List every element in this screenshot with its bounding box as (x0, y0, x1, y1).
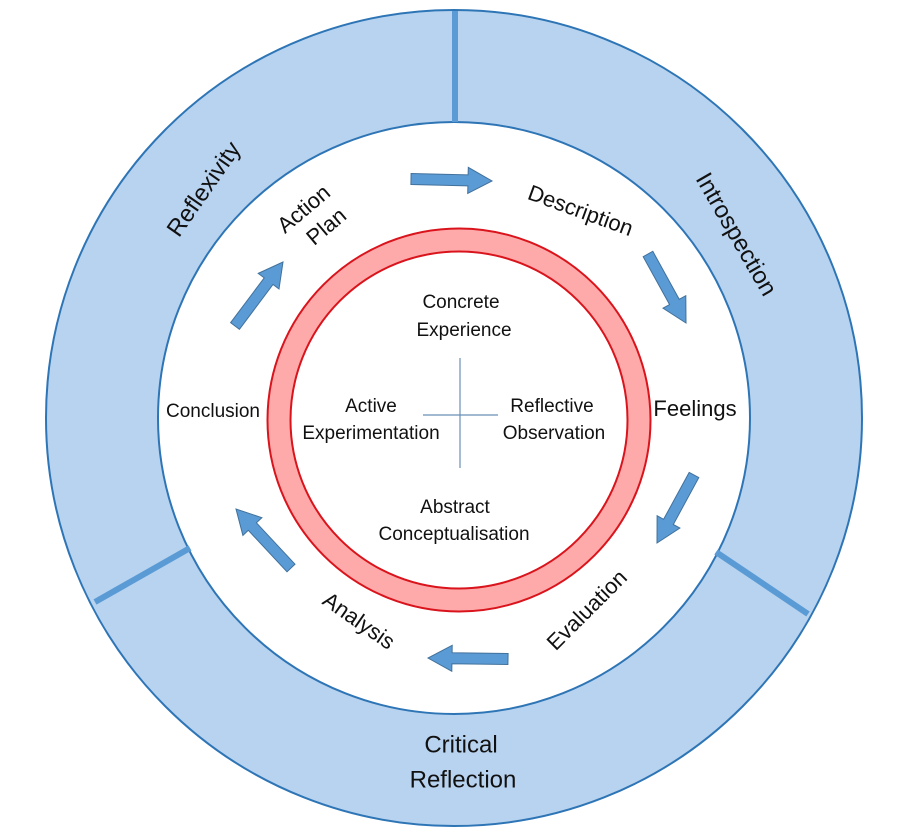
outer-label-reflection: Reflection (410, 766, 517, 793)
arrow-to-feelings-icon (642, 250, 687, 324)
arrow-to-conclusion-icon (235, 508, 296, 573)
red-ring-inner-edge (289, 250, 629, 590)
divider-lower-right (714, 549, 810, 617)
arrow-to-description-icon (410, 166, 494, 195)
quadrant-abstract-line2: Conceptualisation (378, 524, 529, 545)
stage-conclusion: Conclusion (166, 401, 260, 422)
arrow-to-analysis-icon (426, 644, 509, 673)
arrow-to-evaluation-icon (656, 471, 700, 544)
arrow-to-action-plan-icon (229, 261, 284, 330)
stage-feelings: Feelings (653, 396, 736, 421)
quadrant-reflective-line2: Observation (503, 423, 605, 444)
experiential-learning-ring (267, 228, 651, 612)
quadrant-abstract-line1: Abstract (420, 497, 490, 518)
divider-lower-left (93, 545, 192, 605)
quadrant-reflective-line1: Reflective (510, 396, 593, 417)
red-ring-outer-edge (266, 227, 652, 613)
quadrant-concrete-line1: Concrete (422, 292, 499, 313)
quadrant-concrete-line2: Experience (416, 320, 511, 341)
quadrant-active-line2: Experimentation (302, 423, 439, 444)
cycle-arrows (229, 166, 700, 673)
outer-label-critical: Critical (424, 731, 497, 758)
quadrant-active-line1: Active (345, 396, 397, 417)
